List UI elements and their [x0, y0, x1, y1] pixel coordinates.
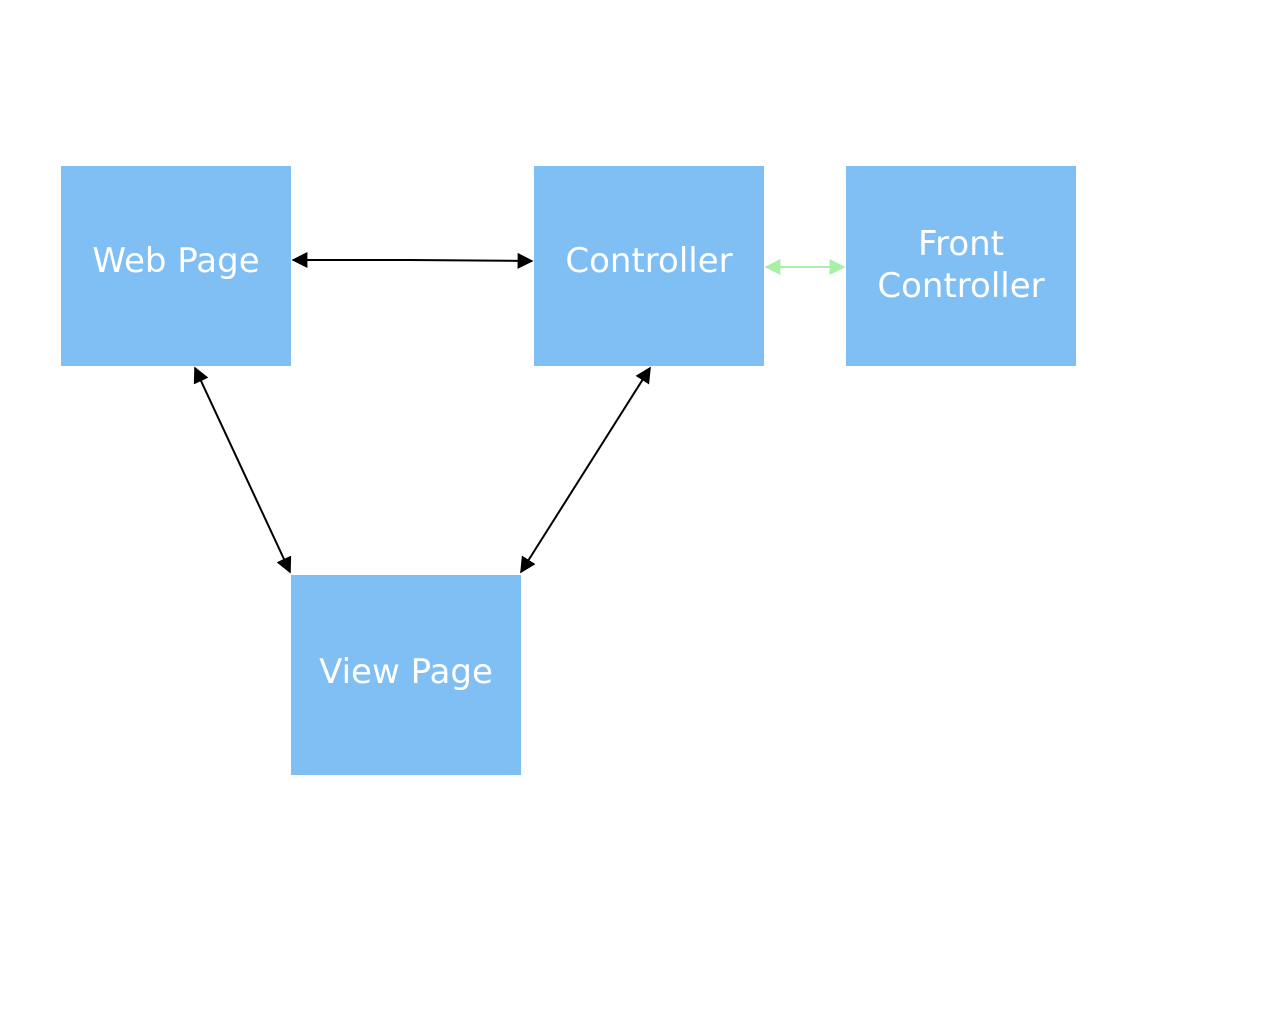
connector-controller-view-page: [520, 366, 651, 574]
node-front-controller[interactable]: Front Controller: [846, 166, 1076, 366]
node-web-page-label: Web Page: [92, 240, 260, 281]
node-view-page[interactable]: View Page: [291, 575, 521, 775]
node-view-page-label: View Page: [319, 651, 493, 692]
node-web-page[interactable]: Web Page: [61, 166, 291, 366]
connector-web-page-controller: [291, 252, 534, 269]
node-controller-label: Controller: [565, 240, 733, 281]
node-front-controller-label: Front Controller: [877, 223, 1045, 307]
connector-web-page-view-page: [193, 366, 292, 574]
node-controller[interactable]: Controller: [534, 166, 764, 366]
